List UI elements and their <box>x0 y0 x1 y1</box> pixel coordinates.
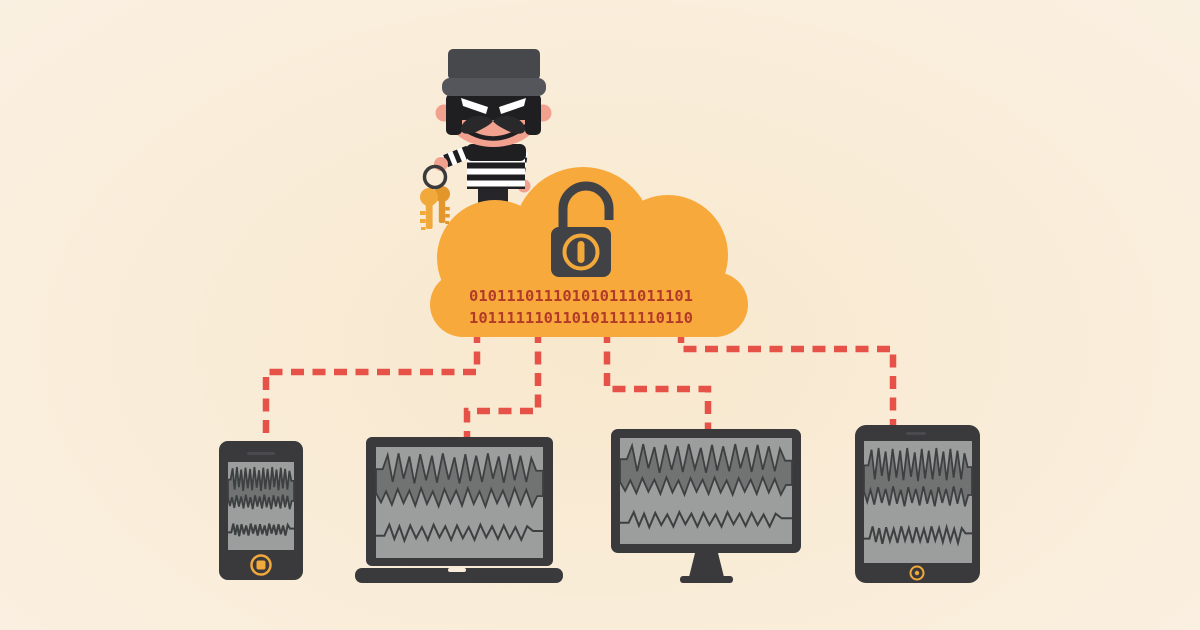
laptop-notch <box>448 568 466 572</box>
tablet-icon <box>855 425 980 583</box>
monitor-stand-base <box>680 576 733 583</box>
left-eye <box>461 98 488 114</box>
desktop-monitor-icon <box>611 429 801 583</box>
connector-monitor <box>603 330 712 432</box>
connector-tablet <box>677 330 897 430</box>
bowler-hat-icon <box>448 49 540 80</box>
smartphone-screen <box>227 461 295 551</box>
binary-text-line1: 010111011101010111011101 <box>469 287 693 305</box>
connector-laptop <box>463 330 542 440</box>
keyhole-bar <box>577 241 585 263</box>
burglar-character <box>434 49 552 207</box>
padlock-shackle-open <box>558 181 614 231</box>
key-icon-back <box>434 186 450 224</box>
monitor-screen <box>619 437 793 545</box>
mustache-icon <box>460 115 526 134</box>
hat-brim <box>442 78 546 96</box>
smartphone-icon <box>219 441 303 580</box>
key-icon-front <box>420 188 438 230</box>
smartphone-home-button <box>250 554 272 576</box>
open-padlock-icon <box>551 181 614 277</box>
smartphone-speaker <box>247 452 275 455</box>
right-eye <box>499 98 526 114</box>
keyhole-ring <box>562 233 600 271</box>
eye-mask-icon <box>446 94 541 120</box>
tablet-screen <box>863 440 973 564</box>
tablet-camera-slit <box>906 432 926 435</box>
key-ring <box>422 164 448 190</box>
laptop-icon <box>355 437 563 583</box>
laptop-base <box>355 568 563 583</box>
keyring-icon <box>420 164 450 230</box>
monitor-stand <box>689 553 724 577</box>
tablet-home-button <box>909 565 925 581</box>
binary-text-line2: 101111110110101111110110 <box>469 309 693 327</box>
shirt-yoke <box>466 144 526 161</box>
laptop-screen <box>375 446 544 559</box>
connector-lines <box>262 330 897 445</box>
connector-smartphone <box>262 330 481 445</box>
